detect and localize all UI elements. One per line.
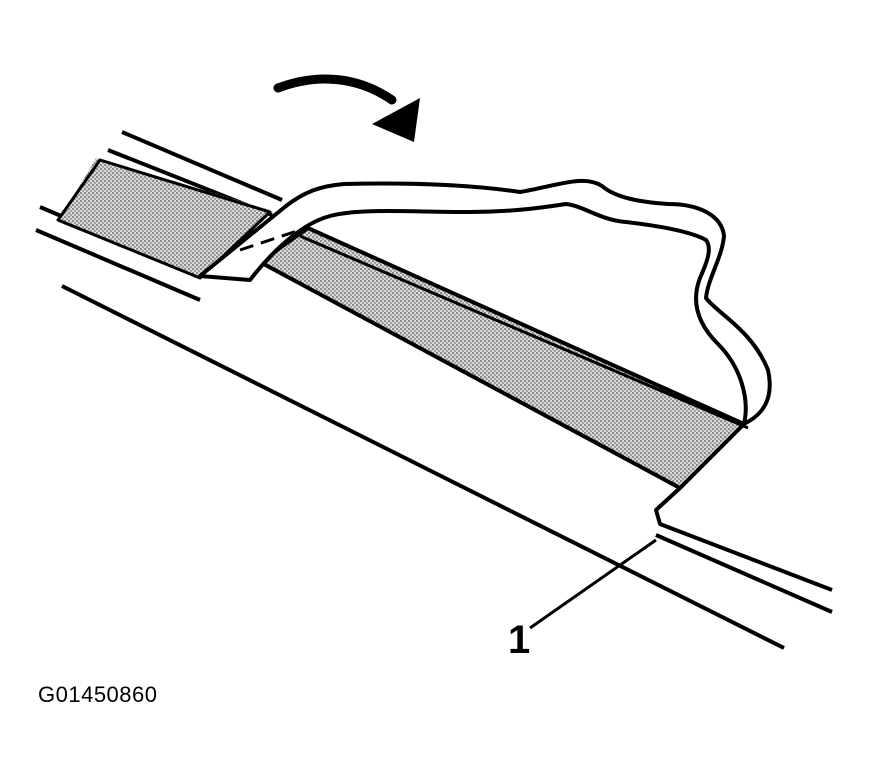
left-strip-segment (35, 130, 283, 302)
adhesive-band (256, 225, 749, 491)
callout-label: 1 (508, 618, 531, 662)
body-edge-line (61, 284, 785, 650)
callout-leader-line (529, 538, 657, 630)
curved-arrow-icon (273, 74, 420, 142)
peeled-trim-strip (198, 178, 772, 426)
right-strip-segment (654, 486, 833, 614)
figure-id: G01450860 (38, 682, 158, 707)
